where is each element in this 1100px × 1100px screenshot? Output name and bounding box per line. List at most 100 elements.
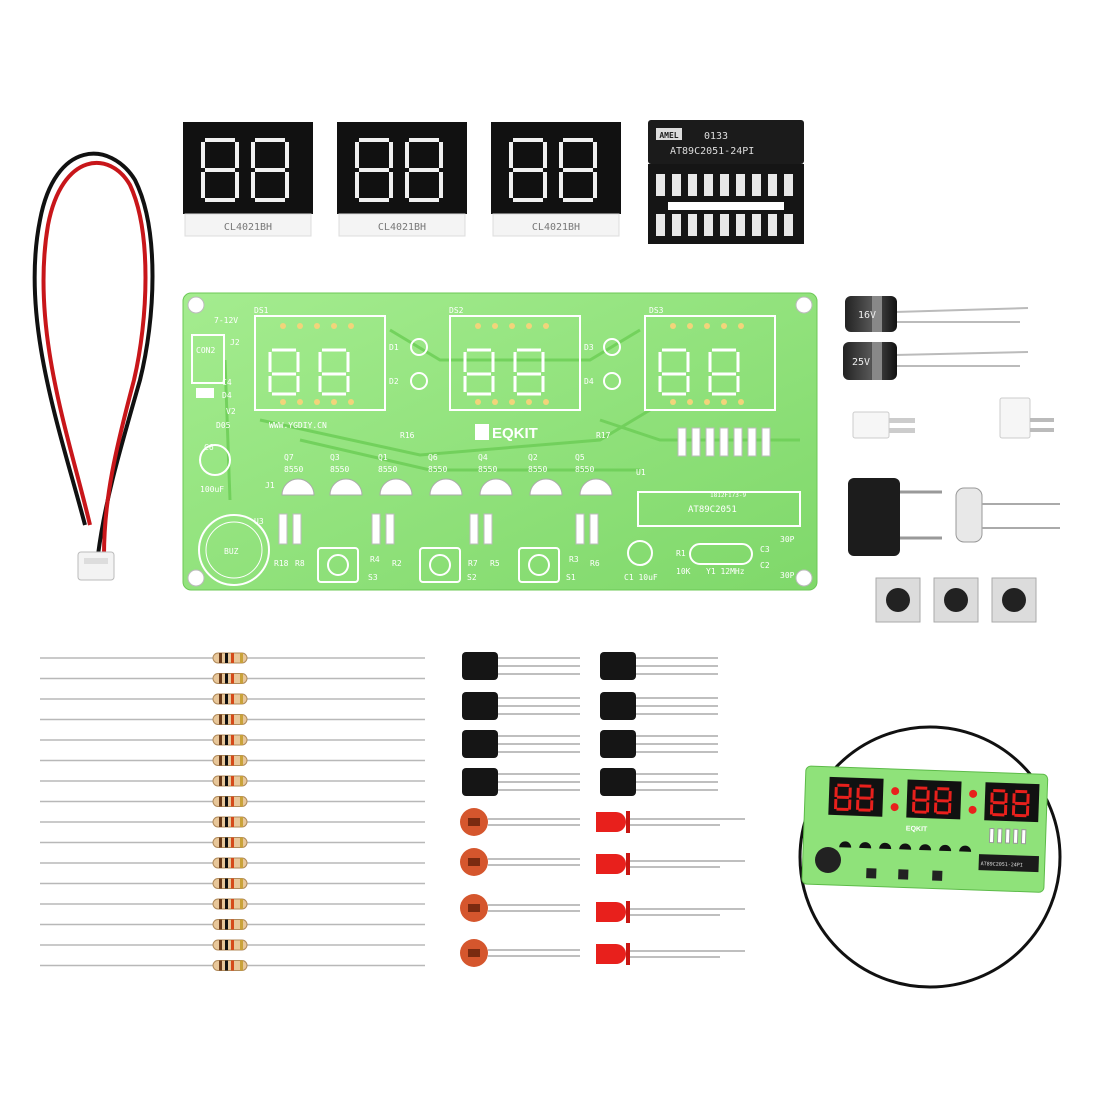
buzzer	[848, 478, 942, 556]
pcb-brand: EQKIT	[492, 425, 538, 442]
tactile-button-2	[933, 577, 979, 623]
resistor	[40, 775, 425, 787]
label-d2: D2	[389, 377, 399, 386]
transistor	[462, 652, 580, 680]
red-led	[596, 811, 745, 833]
label-8550: 8550	[330, 465, 349, 474]
tactile-button-1	[875, 577, 921, 623]
resistor	[40, 939, 425, 951]
resistor	[40, 816, 425, 828]
inset-chip-label: AT89C2051-24PI	[981, 861, 1023, 868]
label-q3: Q3	[330, 453, 340, 462]
label-q7: Q7	[284, 453, 294, 462]
label-r7: R7	[468, 559, 478, 568]
seven-segment-display-3: CL4021BH	[491, 122, 621, 237]
label-v2: V2	[226, 407, 236, 416]
label-r6: R6	[590, 559, 600, 568]
transistor	[600, 730, 718, 758]
label-r3: R3	[569, 555, 579, 564]
ic-socket	[648, 164, 804, 244]
red-led	[596, 943, 745, 965]
pcb-board: EQKIT WWW.YGDIY.CN AT89C2051 1812F173-9 …	[182, 292, 818, 591]
label-ds3: DS3	[649, 306, 664, 315]
label-r1: R1	[676, 549, 686, 558]
label-power: 7-12V	[214, 316, 238, 325]
label-d05: D05	[216, 421, 231, 430]
inset-brand: EQKIT	[906, 826, 928, 834]
resistor	[40, 714, 425, 725]
ceramic-capacitor	[460, 894, 580, 922]
transistor	[462, 730, 580, 758]
label-r8: R8	[295, 559, 305, 568]
label-d4b: D4	[584, 377, 594, 386]
label-10k: 10K	[676, 567, 691, 576]
label-8550: 8550	[284, 465, 303, 474]
ceramic-capacitor	[460, 808, 580, 836]
pcb-url: WWW.YGDIY.CN	[269, 421, 327, 430]
resistor	[40, 673, 425, 684]
electrolytic-capacitor-2: 25V	[843, 342, 1029, 380]
label-8550: 8550	[428, 465, 447, 474]
label-c1: C1 10uF	[624, 573, 658, 582]
label-8550: 8550	[575, 465, 594, 474]
label-j2: J2	[230, 338, 240, 347]
resistor	[40, 919, 425, 930]
label-8550: 8550	[378, 465, 397, 474]
resistor	[40, 796, 425, 807]
label-c6: C6	[204, 443, 214, 452]
pcb-ic-label: AT89C2051	[688, 505, 737, 515]
resistor	[40, 878, 425, 889]
label-r5: R5	[490, 559, 500, 568]
red-led-group	[596, 811, 745, 965]
label-con2: CON2	[196, 346, 215, 355]
red-led	[596, 901, 745, 923]
label-u3: U3	[254, 517, 264, 526]
chip-code: 0133	[704, 131, 728, 142]
label-y1: Y1 12MHz	[706, 567, 745, 576]
resistor	[40, 693, 425, 705]
cap-voltage-label: 16V	[858, 310, 876, 321]
label-d1: D1	[389, 343, 399, 352]
label-q2: Q2	[528, 453, 538, 462]
transistor-group	[462, 652, 718, 796]
label-8550: 8550	[528, 465, 547, 474]
resistor	[40, 857, 425, 869]
ceramic-capacitor	[460, 939, 580, 967]
red-led	[596, 853, 745, 875]
label-30p-a: 30P	[780, 535, 795, 544]
label-ds1: DS1	[254, 306, 269, 315]
label-r2: R2	[392, 559, 402, 568]
label-buz: BUZ	[224, 547, 239, 556]
label-q1: Q1	[378, 453, 388, 462]
label-c100: 100uF	[200, 485, 224, 494]
ceramic-capacitor-group	[460, 808, 580, 967]
resistor	[40, 755, 425, 766]
label-c2: C2	[760, 561, 770, 570]
label-c3: C3	[760, 545, 770, 554]
display-part-label: CL4021BH	[378, 222, 426, 233]
label-s1: S1	[566, 573, 576, 582]
transistor	[462, 768, 580, 796]
display-part-label: CL4021BH	[532, 222, 580, 233]
seven-segment-display-1: CL4021BH	[183, 122, 313, 237]
crystal-oscillator	[955, 487, 1060, 543]
label-30p-b: 30P	[780, 571, 795, 580]
label-q6: Q6	[428, 453, 438, 462]
power-cable	[32, 151, 155, 581]
transistor	[600, 692, 718, 720]
label-q4: Q4	[478, 453, 488, 462]
label-r4: R4	[370, 555, 380, 564]
ceramic-capacitor	[460, 848, 580, 876]
chip-part: AT89C2051-24PI	[670, 146, 754, 157]
resistor	[40, 960, 425, 971]
transistor	[600, 768, 718, 796]
chip-brand: AMEL	[659, 131, 678, 140]
resistor	[40, 734, 425, 746]
label-u1: U1	[636, 468, 646, 477]
electrolytic-capacitor-1: 16V	[845, 296, 1029, 332]
label-8550: 8550	[478, 465, 497, 474]
label-j1: J1	[265, 481, 275, 490]
transistor	[600, 652, 718, 680]
